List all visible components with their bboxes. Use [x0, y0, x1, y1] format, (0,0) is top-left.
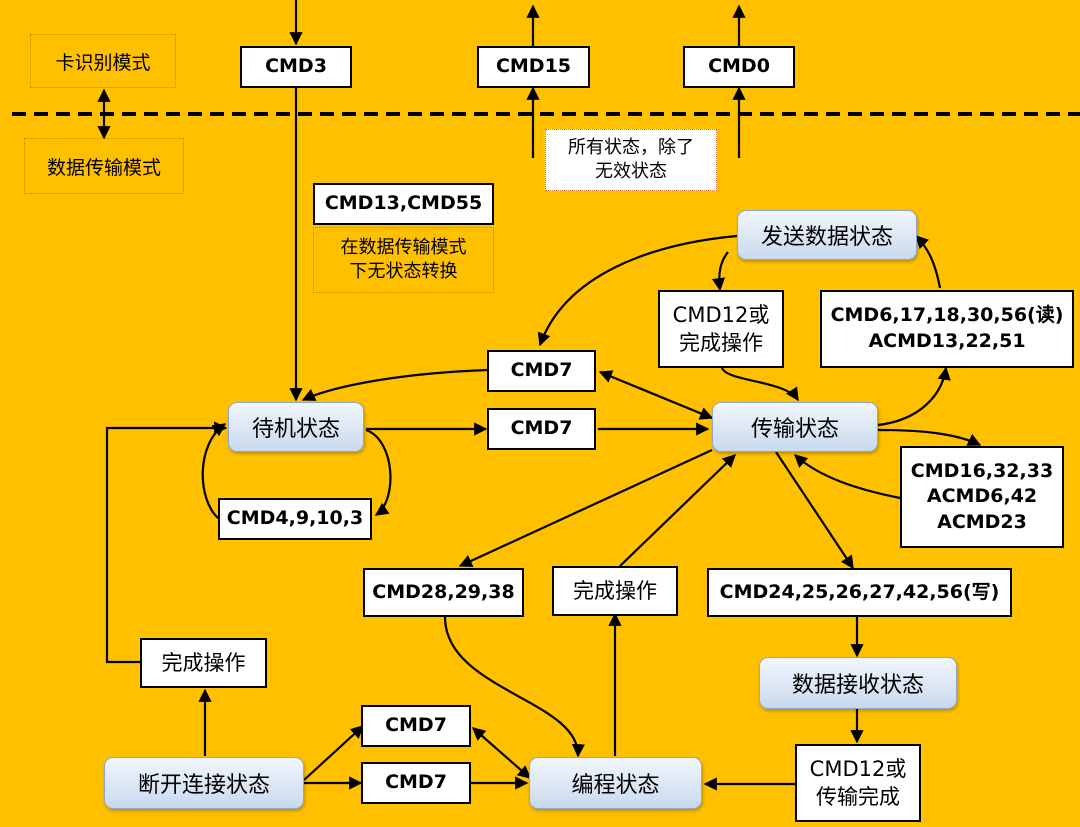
cmd6-read-box: CMD6,17,18,30,56(读) ACMD13,22,51 [820, 290, 1074, 368]
arrow-cmd7-bottom-upper-to-programming [472, 727, 531, 779]
cmd7-upper-box: CMD7 [487, 350, 596, 392]
cmd3-box: CMD3 [240, 46, 352, 88]
all-states-note: 所有状态，除了 无效状态 [545, 129, 717, 191]
cmd12-or-done-line1: CMD12或 [672, 302, 770, 327]
arrow-cmd6-to-sending [915, 235, 942, 289]
cmd6-read-line2: ACMD13,22,51 [868, 330, 1026, 352]
arrow-transfer-to-cmd6 [877, 366, 951, 427]
cmd12-or-transfer-done-line2: 传输完成 [816, 785, 900, 809]
cmd24-write-box: CMD24,25,26,27,42,56(写) [707, 568, 1012, 617]
cmd16-line3: ACMD23 [937, 510, 1027, 533]
sending-data-state: 发送数据状态 [737, 210, 917, 260]
cmd16-line1: CMD16,32,33 [910, 459, 1054, 482]
no-transition-note-line1: 在数据传输模式 [340, 236, 467, 258]
cmd28-29-38-box: CMD28,29,38 [363, 568, 524, 617]
cmd4-9-10-3-box: CMD4,9,10,3 [218, 498, 372, 540]
cmd13-cmd55-box: CMD13,CMD55 [313, 183, 494, 225]
cmd0-box: CMD0 [683, 46, 795, 88]
cmd7-bottom-upper-box: CMD7 [361, 705, 471, 747]
cmd16-32-33-box: CMD16,32,33 ACMD6,42 ACMD23 [900, 446, 1064, 548]
arrow-transfer-to-cmd16 [877, 428, 982, 446]
arrow-sending-to-cmd12 [711, 251, 729, 292]
arrow-cmd7-upper-transfer [598, 370, 714, 420]
arrow-done-mid-to-transfer [619, 454, 736, 567]
arrow-transfer-to-cmd24 [775, 451, 854, 570]
cmd12-or-done-box: CMD12或 完成操作 [658, 290, 784, 368]
cmd12-or-transfer-done-box: CMD12或 传输完成 [795, 744, 921, 822]
programming-state: 编程状态 [529, 757, 702, 809]
arrow-standby-to-cmd4 [365, 428, 392, 516]
cmd12-or-transfer-done-line1: CMD12或 [809, 756, 907, 781]
cmd15-box: CMD15 [477, 46, 590, 88]
all-states-note-line2: 无效状态 [595, 161, 667, 182]
receive-data-state: 数据接收状态 [759, 657, 957, 709]
cmd7-bottom-lower-box: CMD7 [361, 762, 471, 804]
cmd16-line2: ACMD6,42 [926, 485, 1038, 508]
data-transfer-mode-label: 数据传输模式 [24, 138, 184, 194]
arrow-cmd16-to-transfer [794, 454, 901, 500]
arrow-cmd28-to-programming [443, 616, 585, 758]
cmd7-middle-box: CMD7 [487, 408, 596, 450]
cmd6-read-line1: CMD6,17,18,30,56(读) [830, 304, 1064, 327]
arrow-cmd7-upper-to-standby [301, 368, 489, 401]
arrow-sending-to-cmd7-upper [537, 234, 738, 347]
arrow-disconnect-to-cmd7-bottom-upper [303, 725, 364, 781]
no-transition-note-line2: 下无状态转换 [349, 261, 458, 282]
done-operation-left-box: 完成操作 [140, 638, 267, 688]
disconnect-state: 断开连接状态 [104, 757, 304, 809]
all-states-note-line1: 所有状态，除了 [568, 136, 694, 158]
done-operation-middle-box: 完成操作 [552, 566, 678, 616]
card-identification-mode-label: 卡识别模式 [30, 34, 176, 88]
arrow-cmd12-to-transfer [720, 367, 799, 402]
cmd12-or-done-line2: 完成操作 [679, 331, 763, 355]
arrow-done-left-to-standby [105, 421, 228, 664]
standby-state: 待机状态 [228, 402, 364, 452]
arrow-transfer-to-cmd28 [458, 449, 713, 568]
no-transition-note: 在数据传输模式 下无状态转换 [313, 227, 494, 293]
transfer-state: 传输状态 [712, 402, 878, 452]
